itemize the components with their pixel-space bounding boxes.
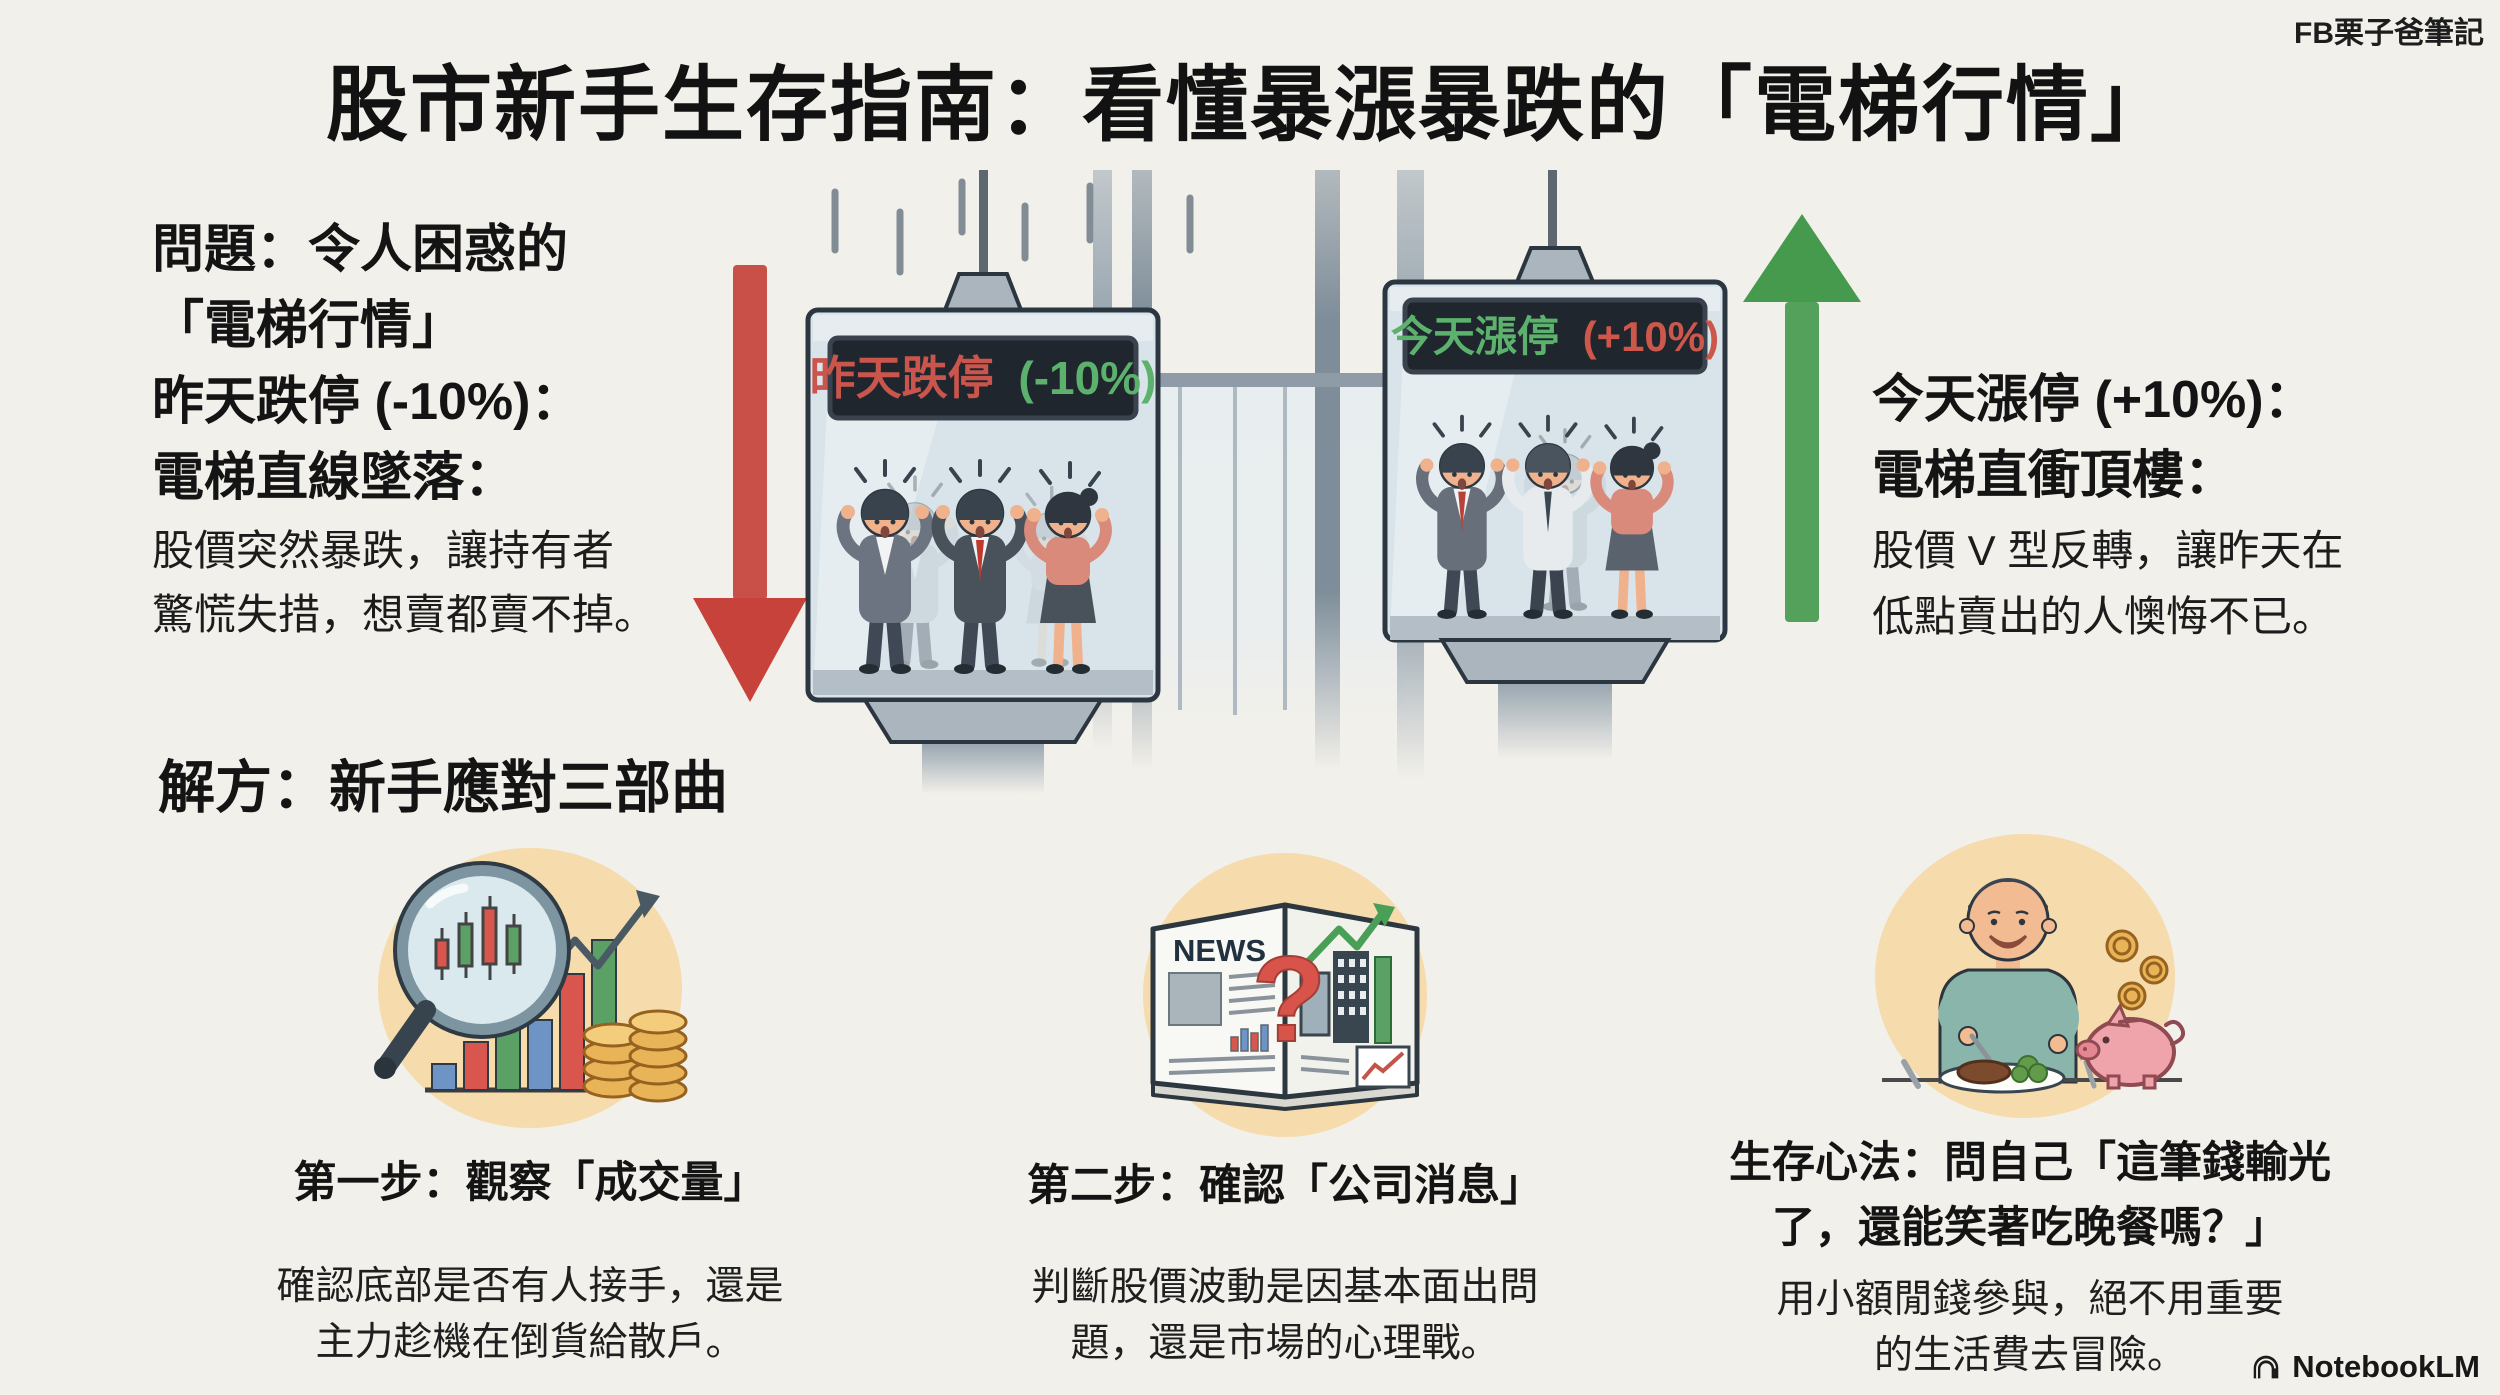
motion-lines — [831, 178, 1194, 276]
notebooklm-brand: NotebookLM — [2249, 1349, 2480, 1385]
problem-heading-line: 昨天跌停 (-10%)： — [152, 373, 583, 431]
problem-heading-line: 電梯直線墜落： — [152, 449, 517, 507]
falling-elevator: 昨天跌停 (-10%) — [805, 170, 1161, 794]
credit-top-right: FB栗子爸筆記 — [2294, 17, 2484, 50]
coin-stacks — [582, 1009, 688, 1103]
led-sign-down-text: 昨天跌停 (-10%) — [810, 352, 1157, 404]
dinner-piggy-icon — [1875, 834, 2186, 1118]
magnifier-icon — [374, 861, 571, 1079]
step-1-body-line: 主力趁機在倒貨給散戶。 — [315, 1321, 745, 1364]
down-arrow-icon — [693, 265, 807, 702]
dinner-plate — [1901, 1050, 2098, 1094]
step-2-title: 第二步：確認「公司消息」 — [1027, 1162, 1543, 1210]
problem-heading-line: 「電梯行情」 — [152, 297, 465, 355]
step-1-title: 第一步：觀察「成交量」 — [293, 1159, 767, 1207]
coins-falling — [2105, 929, 2169, 1011]
elevator-illustration: 昨天跌停 (-10%) 今天漲停 (+10%) — [693, 170, 1861, 794]
page-title: 股市新手生存指南：看懂暴漲暴跌的「電梯行情」 — [325, 60, 2174, 151]
notebooklm-icon — [2254, 1355, 2279, 1379]
surge-heading-line: 今天漲停 (+10%)： — [1872, 371, 2316, 429]
surge-heading-line: 電梯直衝頂樓： — [1872, 447, 2237, 505]
problem-body-line: 驚慌失措，想賣都賣不掉。 — [152, 591, 657, 638]
step-2-body-line: 題，還是市場的心理戰。 — [1070, 1322, 1500, 1365]
step-1-body-line: 確認底部是否有人接手，還是 — [276, 1265, 784, 1308]
solution-heading: 解方：新手應對三部曲 — [158, 756, 728, 820]
problem-heading-line: 問題：令人困惑的 — [152, 221, 569, 279]
news-check-icon: NEWS — [1143, 853, 1427, 1137]
piggy-bank — [2075, 1002, 2186, 1090]
problem-text-block: 問題：令人困惑的 「電梯行情」 昨天跌停 (-10%)： 電梯直線墜落： 股價突… — [152, 212, 656, 644]
up-arrow-icon — [1743, 214, 1861, 622]
step-3-body-line: 用小額閒錢參與，絕不用重要 — [1776, 1278, 2284, 1321]
rising-elevator: 今天漲停 (+10%) — [1382, 170, 1728, 760]
led-sign-up — [1402, 297, 1708, 375]
problem-body-line: 股價突然暴跌，讓持有者 — [152, 527, 615, 574]
led-sign-up-text: 今天漲停 (+10%) — [1391, 313, 1719, 360]
surge-text-block: 今天漲停 (+10%)： 電梯直衝頂樓： 股價 V 型反轉，讓昨天在 低點賣出的… — [1872, 362, 2343, 646]
step-2-column: NEWS — [895, 845, 1675, 1372]
news-right-page — [1299, 903, 1411, 1089]
surge-body-line: 低點賣出的人懊悔不已。 — [1872, 593, 2335, 640]
notebooklm-label: NotebookLM — [2292, 1349, 2480, 1384]
step-2-body-line: 判斷股價波動是因基本面出問 — [1031, 1266, 1539, 1309]
eating-man — [1938, 878, 2079, 1084]
led-sign-down — [827, 335, 1139, 421]
step-3-body-line: 的生活費去冒險。 — [1873, 1334, 2186, 1377]
step-3-title-line: 生存心法：問自己「這筆錢輸光 — [1729, 1139, 2331, 1187]
volume-analysis-icon — [374, 848, 688, 1128]
step-3-title-line: 了，還能笑著吃晚餐嗎？」 — [1772, 1204, 2288, 1252]
step-1-column: 第一步：觀察「成交量」 確認底部是否有人接手，還是 主力趁機在倒貨給散戶。 — [140, 838, 920, 1371]
step-3-column: 生存心法：問自己「這筆錢輸光 了，還能笑著吃晚餐嗎？」 用小額閒錢參與，絕不用重… — [1640, 828, 2420, 1384]
news-headline: NEWS — [1173, 933, 1266, 968]
question-mark: ? — [1252, 931, 1327, 1067]
surge-body-line: 股價 V 型反轉，讓昨天在 — [1872, 527, 2344, 574]
